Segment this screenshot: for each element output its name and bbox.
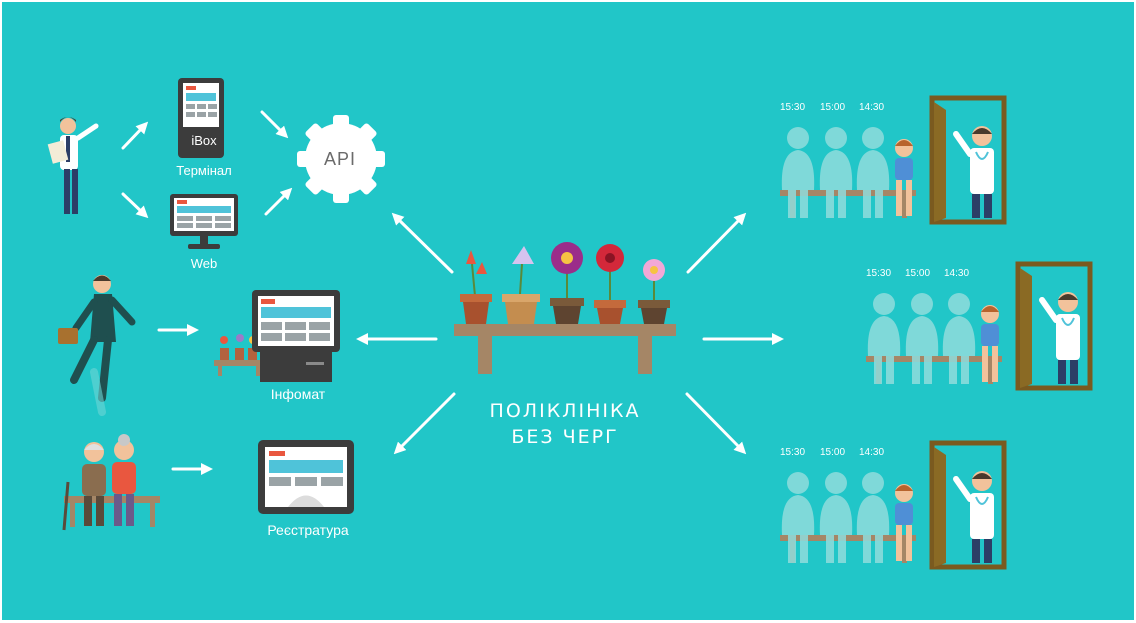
businessman-walking-icon	[58, 275, 136, 416]
queue-2-time-2: 15:00	[905, 268, 931, 279]
web-monitor-icon	[170, 194, 238, 249]
infomat-icon	[214, 290, 340, 382]
queue-3-time-2: 15:00	[820, 447, 846, 458]
center-title-line1: ПОЛІКЛІНІКА	[489, 400, 641, 422]
elderly-couple-icon	[62, 434, 160, 531]
registry-laptop-icon	[258, 440, 354, 514]
web-label: Web	[190, 256, 218, 271]
queue-scenes	[780, 95, 1093, 570]
queue-scene-2	[866, 261, 1093, 391]
terminal-label: Термінал	[176, 163, 232, 178]
queue-2-time-3: 14:30	[944, 268, 970, 279]
terminal-device-icon	[178, 78, 224, 158]
flow-arrows	[121, 110, 784, 475]
queue-1-time-2: 15:00	[820, 102, 846, 113]
api-label: API	[323, 149, 357, 169]
queue-1-time-3: 14:30	[859, 102, 885, 113]
center-title-line2: БЕЗ ЧЕРГ	[511, 426, 619, 448]
queue-3-time-3: 14:30	[859, 447, 885, 458]
queue-scene-3	[780, 440, 1007, 570]
infomat-label: Інфомат	[270, 386, 326, 402]
gear-icon	[297, 115, 385, 203]
terminal-device-label: iBox	[191, 133, 217, 148]
registry-label: Реєстратура	[267, 522, 349, 538]
flower-pots-icon	[454, 242, 676, 374]
man-with-papers-icon	[47, 117, 99, 214]
queue-1-time-1: 15:30	[780, 102, 806, 113]
queue-scene-1	[780, 95, 1007, 225]
queue-3-time-1: 15:30	[780, 447, 806, 458]
queue-2-time-1: 15:30	[866, 268, 892, 279]
